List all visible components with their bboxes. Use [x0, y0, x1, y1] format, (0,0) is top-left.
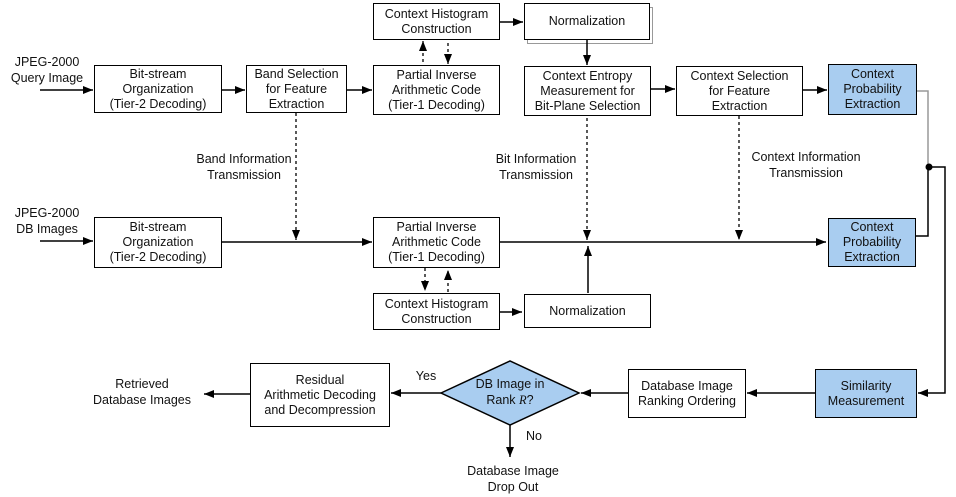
box-bitstream-organization-query: Bit-stream Organization (Tier-2 Decoding… [94, 65, 222, 113]
box-residual-decoding: Residual Arithmetic Decoding and Decompr… [250, 363, 390, 427]
decision-line2: Rank R? [486, 393, 534, 407]
box-context-probability-db: Context Probability Extraction [828, 218, 916, 267]
label-yes: Yes [415, 369, 437, 383]
label-drop-out: Database Image Drop Out [467, 464, 559, 494]
label-retrieved-images: Retrieved Database Images [93, 377, 191, 407]
decision-diamond [439, 360, 581, 426]
label-context-information: Context Information Transmission [751, 150, 861, 180]
box-context-probability-query: Context Probability Extraction [828, 64, 917, 115]
box-partial-inverse-db: Partial Inverse Arithmetic Code (Tier-1 … [373, 217, 500, 268]
wire-context-prob-query-out [917, 90, 929, 167]
label-band-information: Band Information Transmission [196, 152, 292, 182]
label-db-input: JPEG-2000 DB Images [14, 206, 80, 236]
box-bitstream-organization-db: Bit-stream Organization (Tier-2 Decoding… [94, 217, 222, 268]
box-similarity-measurement: Similarity Measurement [815, 369, 917, 418]
box-normalization-db: Normalization [524, 294, 651, 328]
label-query-input: JPEG-2000 Query Image [10, 55, 84, 85]
arrow-merge-to-similarity [918, 166, 946, 397]
rank-variable: R [519, 393, 527, 407]
box-database-ranking: Database Image Ranking Ordering [628, 369, 746, 418]
wire-context-prob-db-out [916, 167, 929, 237]
label-bit-information: Bit Information Transmission [495, 152, 577, 182]
box-normalization-query: Normalization [524, 3, 653, 44]
box-context-selection: Context Selection for Feature Extraction [676, 66, 803, 116]
label-no: No [526, 429, 542, 443]
box-context-entropy: Context Entropy Measurement for Bit-Plan… [524, 66, 651, 116]
decision-label: DB Image in Rank R? [441, 361, 579, 425]
decision-line1: DB Image in [475, 377, 545, 392]
box-band-selection: Band Selection for Feature Extraction [246, 65, 347, 113]
box-partial-inverse-query: Partial Inverse Arithmetic Code (Tier-1 … [373, 65, 500, 115]
box-context-histogram-db: Context Histogram Construction [373, 293, 500, 330]
box-context-histogram-query: Context Histogram Construction [373, 3, 500, 40]
